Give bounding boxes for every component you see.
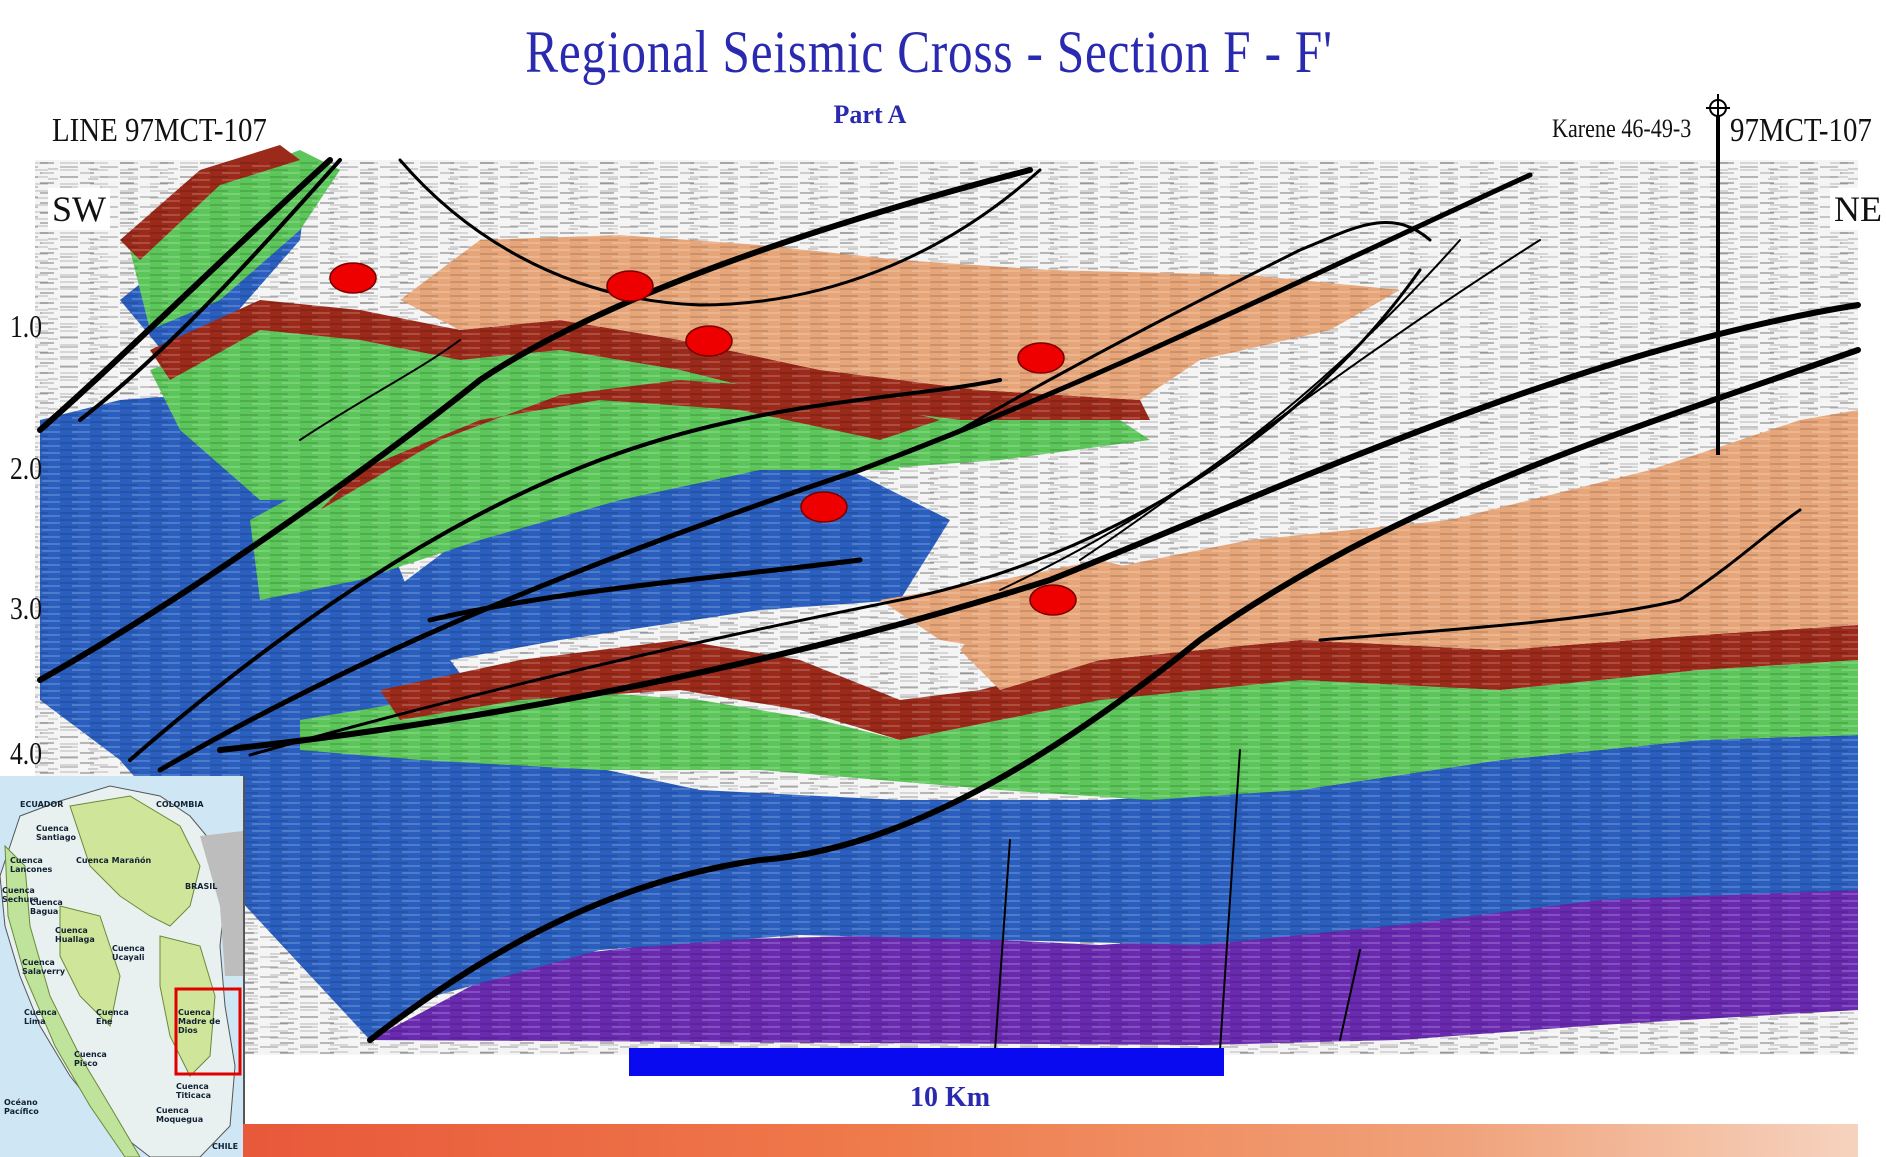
inset-label: Cuenca Lima [24, 1008, 57, 1026]
brazil-area [200, 831, 243, 976]
fault-line [78, 158, 342, 422]
fault-line [999, 239, 1461, 591]
inset-label: CHILE [212, 1142, 239, 1151]
fault-line [37, 167, 1033, 683]
fault-line [958, 221, 1432, 432]
basin-fill [59, 905, 121, 1028]
fault-line [1079, 239, 1541, 561]
prospect-marker [800, 491, 848, 523]
prospect-marker [606, 270, 654, 302]
fault-line [157, 172, 1533, 773]
prospect-marker [685, 325, 733, 357]
line-label-right: 97MCT-107 [1730, 112, 1872, 149]
scale-bar-label: 10 Km [909, 1082, 991, 1113]
inset-label: COLOMBIA [156, 800, 204, 809]
time-tick-label: 3.0 [10, 590, 42, 626]
inset-label: Cuenca Salaverry [22, 958, 66, 976]
fault-line [427, 557, 863, 623]
inset-label: Cuenca Pisco [74, 1050, 107, 1068]
inset-label: Cuenca Santiago [36, 824, 77, 842]
well-name-label: Karene 46-49-3 [1552, 114, 1692, 143]
inset-label: Cuenca Marañón [76, 856, 152, 865]
prospect-marker [329, 262, 377, 294]
fault-line [994, 839, 1011, 1051]
fault-line [1339, 949, 1361, 1041]
study-area-box [174, 987, 242, 1076]
fault-lines [37, 157, 1861, 1051]
well-marker [1706, 94, 1730, 455]
inset-label: Cuenca Madre de Dios [178, 1008, 221, 1035]
prospect-marker [1029, 584, 1077, 616]
prospect-markers [329, 262, 1077, 616]
time-tick-label: 2.0 [10, 450, 42, 486]
inset-label: Cuenca Moquegua [156, 1106, 204, 1124]
direction-ne-label: NE [1830, 188, 1886, 230]
basin-fill [69, 795, 201, 927]
inset-label: BRASIL [185, 882, 218, 891]
reflector-texture [35, 160, 1858, 1055]
slide-subtitle: Part A [833, 100, 907, 129]
fault-line [299, 339, 461, 441]
fault-line [1318, 508, 1802, 642]
footer-gradient-bar [243, 1124, 1858, 1157]
inset-label: Cuenca Lancones [10, 856, 53, 874]
line-label-left: LINE 97MCT-107 [52, 112, 267, 149]
scale-bar [629, 1048, 1224, 1076]
inset-label: ECUADOR [20, 800, 64, 809]
inset-location-map: ECUADOR COLOMBIA Cuenca Santiago Cuenca … [0, 776, 245, 1157]
inset-label: Cuenca Huallaga [55, 926, 95, 944]
fault-line [367, 347, 1861, 1043]
inset-label: Cuenca Titicaca [176, 1082, 212, 1100]
inset-label: Cuenca Bagua [30, 898, 63, 916]
inset-label: Cuenca Sechura [2, 886, 39, 904]
fault-line [1219, 749, 1241, 1051]
inset-label: Cuenca Ucayali [112, 944, 145, 962]
fault-line [128, 378, 1002, 762]
fault-line [217, 302, 1861, 753]
basin-fill [159, 935, 216, 1077]
inset-map-drawing [0, 785, 243, 1157]
direction-sw-label: SW [48, 188, 110, 230]
time-tick-label: 1.0 [10, 308, 42, 344]
prospect-marker [1017, 342, 1065, 374]
coast-basins [4, 844, 141, 1157]
inset-label: Océano Pacífico [4, 1098, 39, 1116]
fault-line [398, 158, 1042, 307]
slide-title: Regional Seismic Cross - Section F - F' [525, 19, 1333, 85]
time-tick-label: 4.0 [10, 735, 42, 771]
fault-line [37, 157, 333, 433]
inset-label: Cuenca Ene [96, 1008, 129, 1026]
